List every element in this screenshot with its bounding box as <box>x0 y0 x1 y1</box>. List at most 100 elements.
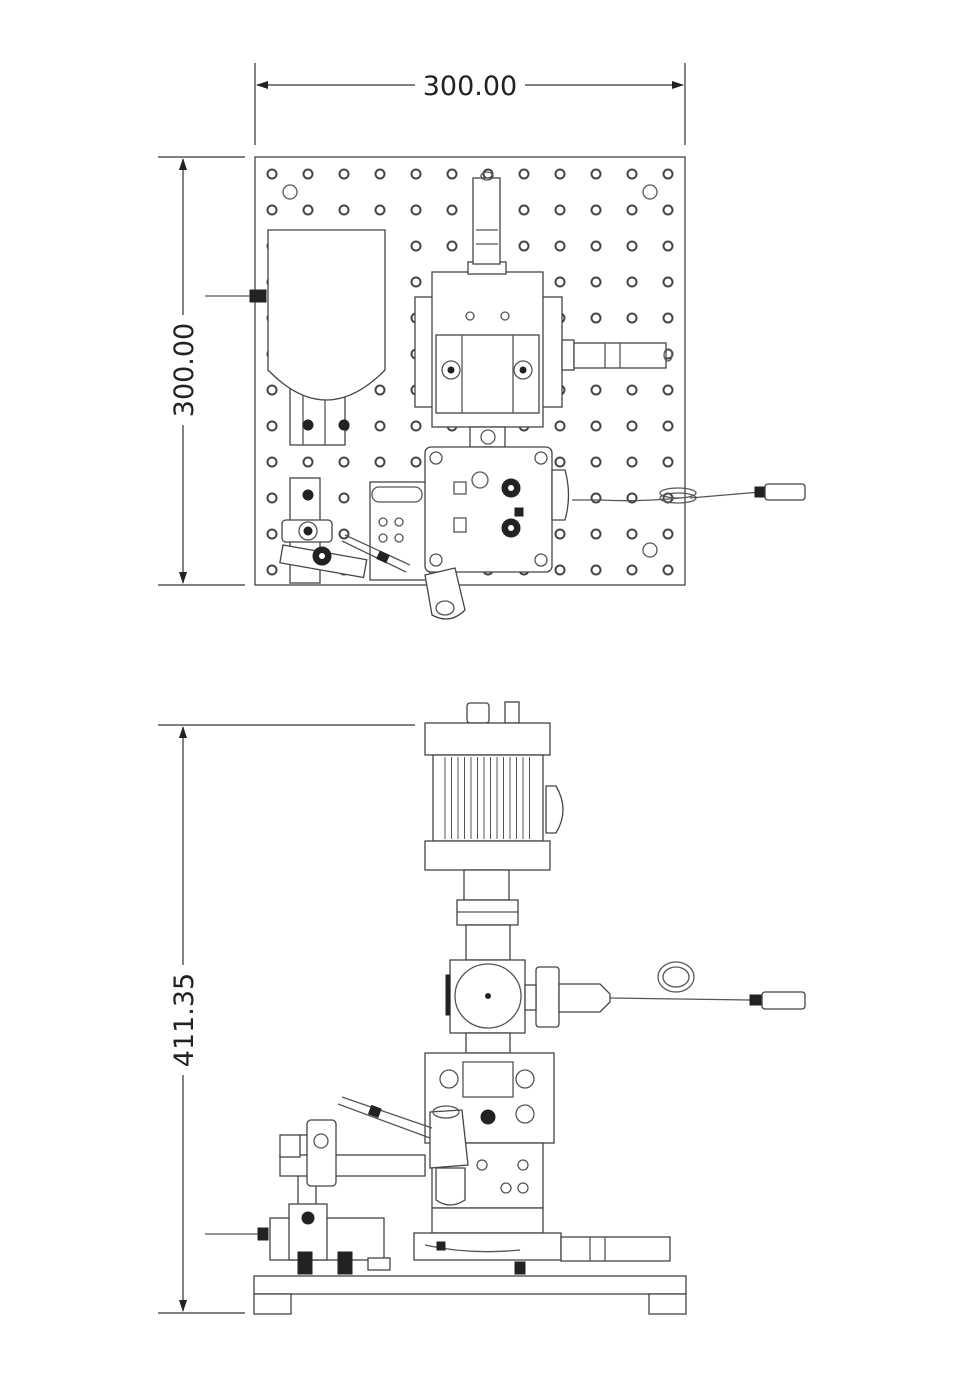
breadboard-hole <box>302 204 314 216</box>
breadboard-hole <box>554 204 566 216</box>
breadboard-hole <box>626 492 638 504</box>
breadboard-hole <box>590 240 602 252</box>
breadboard-hole <box>626 312 638 324</box>
breadboard-hole <box>554 456 566 468</box>
left-probe-mount <box>205 1119 526 1275</box>
breadboard-hole <box>626 276 638 288</box>
breadboard-hole <box>374 204 386 216</box>
probe-assembly <box>279 477 466 620</box>
breadboard-hole <box>626 168 638 180</box>
breadboard-hole <box>554 276 566 288</box>
breadboard-hole <box>662 420 674 432</box>
breadboard-hole <box>410 276 422 288</box>
beam-splitter-cube <box>445 959 806 1034</box>
width-dimension: 300.00 <box>254 63 686 145</box>
fiber-connector-side <box>761 991 806 1010</box>
xy-stage <box>414 271 563 448</box>
width-dimension-label: 300.00 <box>423 71 517 102</box>
breadboard-hole <box>554 240 566 252</box>
breadboard-hole <box>662 564 674 576</box>
breadboard-hole <box>266 384 278 396</box>
breadboard-hole <box>518 240 530 252</box>
breadboard-hole <box>590 492 602 504</box>
camera-knob <box>545 785 564 834</box>
objective-holder <box>337 1096 469 1206</box>
breadboard-hole <box>338 528 350 540</box>
left-housing <box>205 229 386 446</box>
breadboard-hole <box>338 492 350 504</box>
breadboard-hole <box>626 564 638 576</box>
breadboard-hole <box>554 168 566 180</box>
breadboard-hole <box>374 168 386 180</box>
mounting-hole <box>642 542 658 558</box>
breadboard-hole <box>554 564 566 576</box>
breadboard-hole <box>266 420 278 432</box>
height-dimension-label: 411.35 <box>169 973 200 1067</box>
optical-tube <box>456 869 519 961</box>
breadboard-hole <box>374 420 386 432</box>
top-micrometer <box>467 171 507 275</box>
breadboard-hole <box>590 420 602 432</box>
breadboard-hole <box>338 204 350 216</box>
fiber-connector <box>764 483 806 501</box>
breadboard-hole <box>374 384 386 396</box>
breadboard-hole <box>302 168 314 180</box>
breadboard-hole <box>446 240 458 252</box>
breadboard-hole <box>410 420 422 432</box>
breadboard-hole <box>338 456 350 468</box>
mounting-hole <box>642 184 658 200</box>
camera-heat-fins <box>444 757 530 839</box>
depth-dimension: 300.00 <box>158 156 245 586</box>
breadboard-hole <box>590 204 602 216</box>
breadboard-hole <box>626 528 638 540</box>
breadboard-hole <box>590 312 602 324</box>
breadboard-hole <box>626 420 638 432</box>
breadboard-hole <box>554 420 566 432</box>
breadboard-hole <box>266 168 278 180</box>
right-micrometer <box>561 339 673 371</box>
breadboard-hole <box>518 168 530 180</box>
breadboard-hole <box>410 168 422 180</box>
breadboard-hole <box>662 168 674 180</box>
breadboard-hole <box>302 456 314 468</box>
breadboard-hole <box>446 168 458 180</box>
breadboard-hole <box>662 384 674 396</box>
breadboard-hole <box>590 564 602 576</box>
breadboard-hole <box>410 204 422 216</box>
breadboard-hole <box>266 528 278 540</box>
camera <box>424 701 564 871</box>
breadboard-hole <box>590 276 602 288</box>
base-plate <box>253 1275 687 1315</box>
height-dimension: 411.35 <box>158 724 415 1314</box>
breadboard-hole <box>626 384 638 396</box>
top-view <box>205 156 806 620</box>
breadboard-hole <box>662 276 674 288</box>
breadboard-hole <box>662 240 674 252</box>
breadboard-hole <box>626 456 638 468</box>
mounting-hole <box>282 184 298 200</box>
x-stage-side <box>413 1232 671 1262</box>
breadboard-hole <box>590 456 602 468</box>
breadboard-hole <box>626 240 638 252</box>
depth-dimension-label: 300.00 <box>169 323 200 417</box>
breadboard-hole <box>590 384 602 396</box>
breadboard-hole <box>266 492 278 504</box>
breadboard-hole <box>590 168 602 180</box>
breadboard-hole <box>554 528 566 540</box>
breadboard-hole <box>266 204 278 216</box>
breadboard-hole <box>590 528 602 540</box>
breadboard-hole <box>266 456 278 468</box>
breadboard-hole <box>662 456 674 468</box>
breadboard-hole <box>446 204 458 216</box>
breadboard-hole <box>626 204 638 216</box>
breadboard-hole <box>410 240 422 252</box>
breadboard-hole <box>662 312 674 324</box>
breadboard-hole <box>338 168 350 180</box>
breadboard-hole <box>266 564 278 576</box>
breadboard-hole <box>518 204 530 216</box>
breadboard-hole <box>374 456 386 468</box>
breadboard-hole <box>410 456 422 468</box>
fiber-cable <box>572 483 806 504</box>
breadboard-hole <box>662 204 674 216</box>
